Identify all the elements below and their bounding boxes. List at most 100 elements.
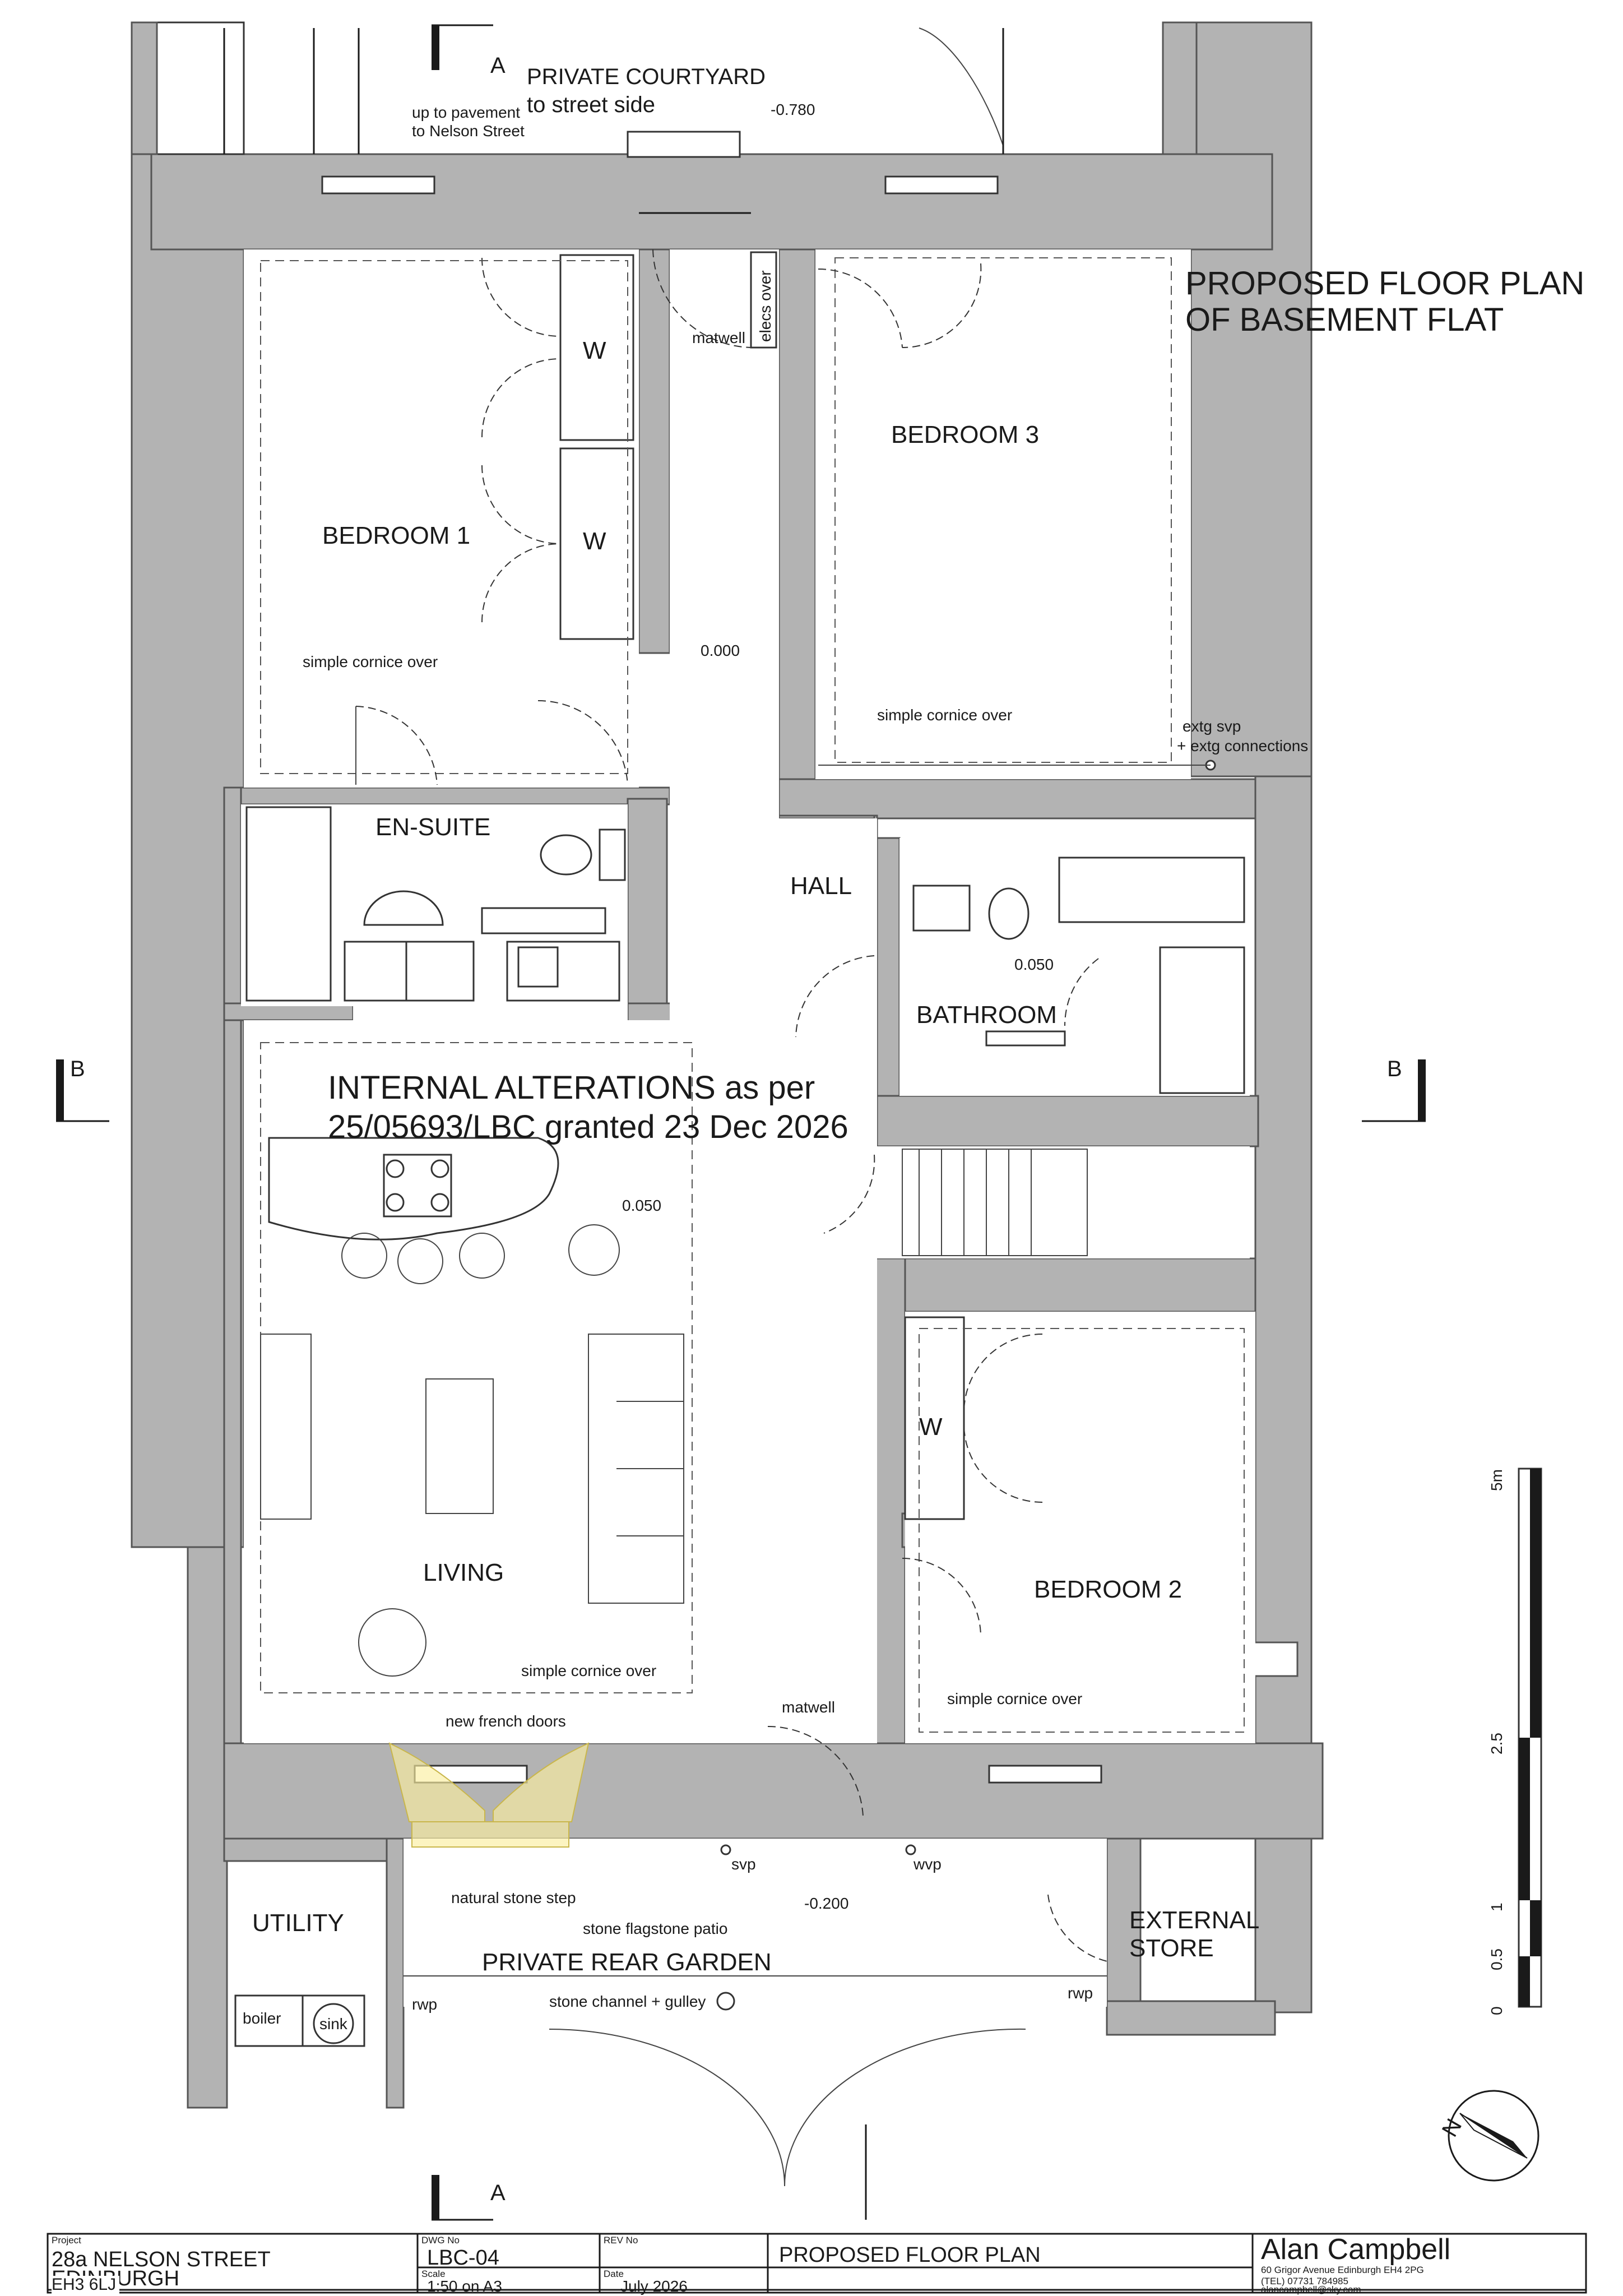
wall-bed3-bottom xyxy=(778,778,1256,820)
label-wardrobe-2: W xyxy=(583,527,606,555)
north-label: N xyxy=(1437,2114,1467,2141)
bath-main xyxy=(1058,857,1245,923)
label-svp: svp xyxy=(731,1855,756,1873)
label-internal-alterations-1: INTERNAL ALTERATIONS as per xyxy=(328,1070,815,1106)
wall-right xyxy=(1190,21,1313,777)
cornice-living: simple cornice over xyxy=(521,1662,656,1679)
bath-wc xyxy=(988,887,1030,940)
courtyard-wall-left xyxy=(131,21,158,155)
coffee-table xyxy=(425,1378,494,1514)
wall-ensuite-right xyxy=(627,798,668,1021)
scale-tick-2-5: 2.5 xyxy=(1488,1733,1505,1755)
tb-architect-email: alancampbell@sky.com xyxy=(1261,2284,1361,2295)
wardrobe-door-arc xyxy=(481,358,561,438)
sink-bowl xyxy=(313,2003,354,2044)
level-hall: 0.000 xyxy=(701,642,740,659)
natural-stone-step xyxy=(411,1821,569,1848)
gulley xyxy=(716,1992,735,2011)
markers xyxy=(720,251,1216,1855)
elecs-cupboard xyxy=(750,251,777,349)
label-private-courtyard: PRIVATE COURTYARD xyxy=(527,64,766,89)
label-wvp: wvp xyxy=(913,1855,942,1873)
wall-bed2-top xyxy=(870,1257,1256,1313)
label-wardrobe-3: W xyxy=(919,1413,943,1441)
wardrobes xyxy=(481,254,1043,1520)
section-a-bottom: A xyxy=(490,2181,506,2205)
tb-architect-tel: (TEL) 07731 784985 xyxy=(1261,2276,1348,2286)
wardrobe-door-arc xyxy=(963,1423,1043,1503)
scale-segment xyxy=(1530,1900,1541,1956)
interior-hall-wide xyxy=(754,818,877,1743)
label-bedroom1: BEDROOM 1 xyxy=(322,522,470,549)
level-courtyard: -0.780 xyxy=(771,101,815,118)
label-ensuite: EN-SUITE xyxy=(375,813,490,841)
tb-scale-label: Scale xyxy=(421,2269,446,2279)
bar-stool xyxy=(341,1233,387,1279)
living-furniture xyxy=(260,1224,684,1677)
bath-basin xyxy=(912,885,971,932)
bath-shower xyxy=(1159,946,1245,1094)
title-block-border-outer xyxy=(47,2233,1587,2294)
label-stone-channel: stone channel + gulley xyxy=(549,1993,706,2010)
tb-project-line3: EH3 6LJ xyxy=(52,2276,120,2294)
scale-segment xyxy=(1519,1738,1530,1900)
scale-segment xyxy=(1530,1469,1541,1738)
tb-architect-name: Alan Campbell xyxy=(1261,2233,1450,2266)
stair xyxy=(902,1149,1088,1256)
cornice-bedroom3: simple cornice over xyxy=(877,706,1012,724)
bathroom-fixtures xyxy=(912,857,1245,1094)
scale-bar xyxy=(1518,1468,1542,2008)
label-stone-flagstone-patio: stone flagstone patio xyxy=(583,1920,727,1937)
label-external: EXTERNAL xyxy=(1129,1906,1259,1934)
hob-ring xyxy=(386,1193,405,1212)
north-arrow xyxy=(1448,2090,1539,2182)
tb-project-line1: 28a NELSON STREET xyxy=(52,2248,271,2271)
label-hall: HALL xyxy=(790,872,852,900)
stair-flight xyxy=(902,1149,1088,1256)
level-bathroom: 0.050 xyxy=(1014,956,1054,973)
bath-vanity xyxy=(985,1030,1066,1047)
bar-stool xyxy=(397,1238,443,1284)
wall-bed1-right xyxy=(638,248,671,654)
label-rwp-right: rwp xyxy=(1068,1984,1093,2002)
cornice-bedroom2 xyxy=(919,1328,1245,1733)
tb-date-label: Date xyxy=(604,2269,624,2279)
wall-ensuite-band xyxy=(223,786,242,1770)
tb-dwg-no-label: DWG No xyxy=(421,2235,460,2246)
section-b-right-bar xyxy=(1418,1059,1426,1121)
north-circle xyxy=(1448,2090,1539,2182)
door-external-store xyxy=(1047,1894,1110,1962)
label-store: STORE xyxy=(1129,1934,1214,1962)
wall-bed3-left xyxy=(778,248,817,817)
french-door-leaf-right xyxy=(493,1742,590,1822)
ensuite-fixtures xyxy=(245,806,626,1002)
tb-project-label: Project xyxy=(52,2235,81,2246)
label-new-french-doors: new french doors xyxy=(446,1712,566,1730)
courtyard-door-arc xyxy=(919,27,1004,146)
wall-front xyxy=(150,153,1273,251)
scale-tick-1: 1 xyxy=(1488,1902,1505,1911)
section-a-bottom-bar xyxy=(432,2175,439,2220)
label-bathroom: BATHROOM xyxy=(916,1001,1057,1029)
door-bed1-hall xyxy=(537,700,628,785)
wall-right-step xyxy=(1250,775,1313,2013)
interior-rear-garden xyxy=(404,1839,1107,2007)
kitchen-sink xyxy=(517,946,559,988)
bar-stool xyxy=(459,1233,505,1279)
door-rear-hall xyxy=(767,1725,864,1817)
door-bedroom1 xyxy=(355,706,438,785)
interior-stair xyxy=(877,1146,1250,1258)
wall-utility xyxy=(223,1837,405,1862)
wardrobe-door-arc xyxy=(481,543,561,623)
plan-title-line1: PROPOSED FLOOR PLAN xyxy=(1185,265,1584,302)
cornice-bedroom1: simple cornice over xyxy=(303,653,438,670)
courtyard-entrance-step xyxy=(627,131,741,158)
section-b-left: B xyxy=(70,1057,85,1081)
armchair xyxy=(358,1608,426,1677)
section-markers xyxy=(56,24,1426,2221)
wall-left-lower xyxy=(187,1546,228,2109)
tb-date: July 2026 xyxy=(620,2278,688,2295)
ensuite-wc xyxy=(599,828,626,881)
tb-rev-no-label: REV No xyxy=(604,2235,638,2246)
